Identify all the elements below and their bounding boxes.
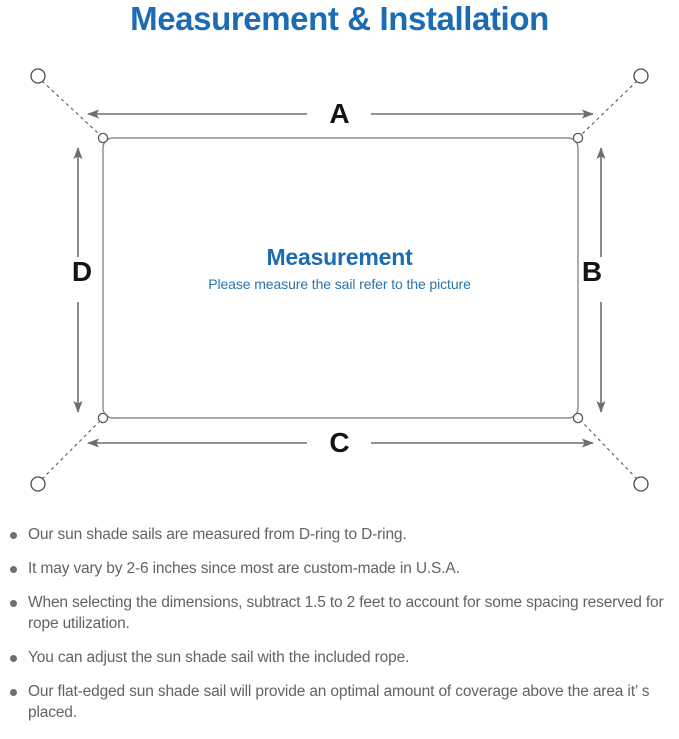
bullet-icon — [10, 655, 17, 662]
top-right-post-icon — [633, 68, 649, 84]
diagram-center-subtitle: Please measure the sail refer to the pic… — [208, 276, 471, 292]
dimension-label-b: B — [581, 256, 603, 287]
top-left-post-icon — [30, 68, 46, 84]
list-item-text: Our flat-edged sun shade sail will provi… — [28, 683, 650, 721]
dimension-label-c: C — [329, 427, 350, 458]
d-ring-bottom-right-icon — [572, 412, 584, 424]
list-item: It may vary by 2-6 inches since most are… — [0, 558, 679, 579]
bullet-icon — [10, 532, 17, 539]
d-rings — [97, 132, 584, 424]
rope-bottom-left — [41, 421, 100, 480]
list-item: Our sun shade sails are measured from D-… — [0, 524, 679, 545]
rope-bottom-right — [581, 421, 638, 480]
list-item-text: You can adjust the sun shade sail with t… — [28, 649, 410, 666]
list-item: When selecting the dimensions, subtract … — [0, 592, 679, 634]
page-title: Measurement & Installation — [130, 0, 549, 37]
list-item: Our flat-edged sun shade sail will provi… — [0, 681, 679, 723]
list-item-text: Our sun shade sails are measured from D-… — [28, 526, 407, 543]
bullet-icon — [10, 566, 17, 573]
notes-list: Our sun shade sails are measured from D-… — [0, 524, 679, 736]
anchor-posts — [30, 68, 649, 492]
d-ring-bottom-left-icon — [97, 412, 109, 424]
list-item-text: When selecting the dimensions, subtract … — [28, 594, 664, 632]
d-ring-top-left-icon — [97, 132, 109, 144]
d-ring-top-right-icon — [572, 132, 584, 144]
rope-lines — [41, 80, 638, 480]
dimension-arrows — [73, 109, 606, 448]
shade-sail-outline — [102, 137, 579, 419]
dimension-label-d: D — [71, 256, 93, 287]
dimension-label-a: A — [329, 98, 350, 129]
diagram-center-title: Measurement — [266, 244, 413, 270]
list-item-text: It may vary by 2-6 inches since most are… — [28, 560, 460, 577]
measurement-diagram: A B C D Measurement Please measure the s… — [0, 50, 679, 520]
bottom-left-post-icon — [30, 476, 46, 492]
bottom-right-post-icon — [633, 476, 649, 492]
bullet-icon — [10, 689, 17, 696]
list-item: You can adjust the sun shade sail with t… — [0, 647, 679, 668]
bullet-icon — [10, 600, 17, 607]
diagram-svg — [30, 68, 649, 492]
